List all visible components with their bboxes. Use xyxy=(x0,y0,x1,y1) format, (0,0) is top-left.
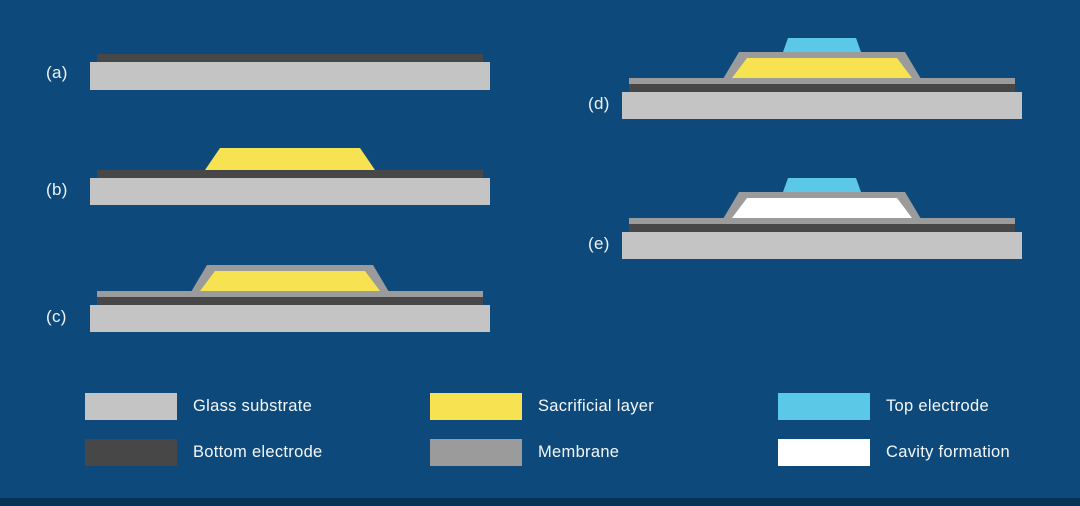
legend-label: Membrane xyxy=(538,443,620,461)
bottom-accent-bar xyxy=(0,498,1080,506)
panel-b-label: (b) xyxy=(46,180,68,199)
legend-label: Bottom electrode xyxy=(193,443,323,461)
sacrificial-layer-swatch xyxy=(430,393,522,420)
legend-item-membrane: Membrane xyxy=(430,439,619,466)
layer-glass-substrate xyxy=(90,305,490,332)
legend-label: Top electrode xyxy=(886,397,989,415)
layer-sacrificial xyxy=(732,58,912,78)
panel-c-label: (c) xyxy=(46,307,67,326)
glass-substrate-swatch xyxy=(85,393,177,420)
layer-membrane-strip xyxy=(629,78,1015,84)
layer-glass-substrate xyxy=(622,92,1022,119)
bottom-electrode-swatch xyxy=(85,439,177,466)
layer-bottom-electrode xyxy=(97,170,483,178)
layer-bottom-electrode xyxy=(97,297,483,305)
layer-top-electrode xyxy=(783,178,861,192)
membrane-swatch xyxy=(430,439,522,466)
layer-bottom-electrode xyxy=(629,224,1015,232)
legend-label: Cavity formation xyxy=(886,443,1011,461)
layer-bottom-electrode xyxy=(97,54,483,62)
layer-sacrificial xyxy=(200,271,380,291)
legend-item-bottom-electrode: Bottom electrode xyxy=(85,439,323,466)
layer-glass-substrate xyxy=(90,178,490,205)
layer-glass-substrate xyxy=(90,62,490,90)
legend-item-cavity-formation: Cavity formation xyxy=(778,439,1010,466)
top-electrode-swatch xyxy=(778,393,870,420)
panel-a-label: (a) xyxy=(46,63,68,82)
layer-sacrificial xyxy=(205,148,375,170)
legend-item-sacrificial-layer: Sacrificial layer xyxy=(430,393,654,420)
legend-label: Sacrificial layer xyxy=(538,397,655,415)
layer-bottom-electrode xyxy=(629,84,1015,92)
panel-d-label: (d) xyxy=(588,94,610,113)
layer-top-electrode xyxy=(783,38,861,52)
legend-item-glass-substrate: Glass substrate xyxy=(85,393,312,420)
layer-cavity xyxy=(732,198,912,218)
layer-membrane-strip xyxy=(97,291,483,297)
legend-label: Glass substrate xyxy=(193,397,313,415)
layer-glass-substrate xyxy=(622,232,1022,259)
layer-membrane-strip xyxy=(629,218,1015,224)
legend-item-top-electrode: Top electrode xyxy=(778,393,989,420)
panel-e-label: (e) xyxy=(588,234,610,253)
cavity-formation-swatch xyxy=(778,439,870,466)
